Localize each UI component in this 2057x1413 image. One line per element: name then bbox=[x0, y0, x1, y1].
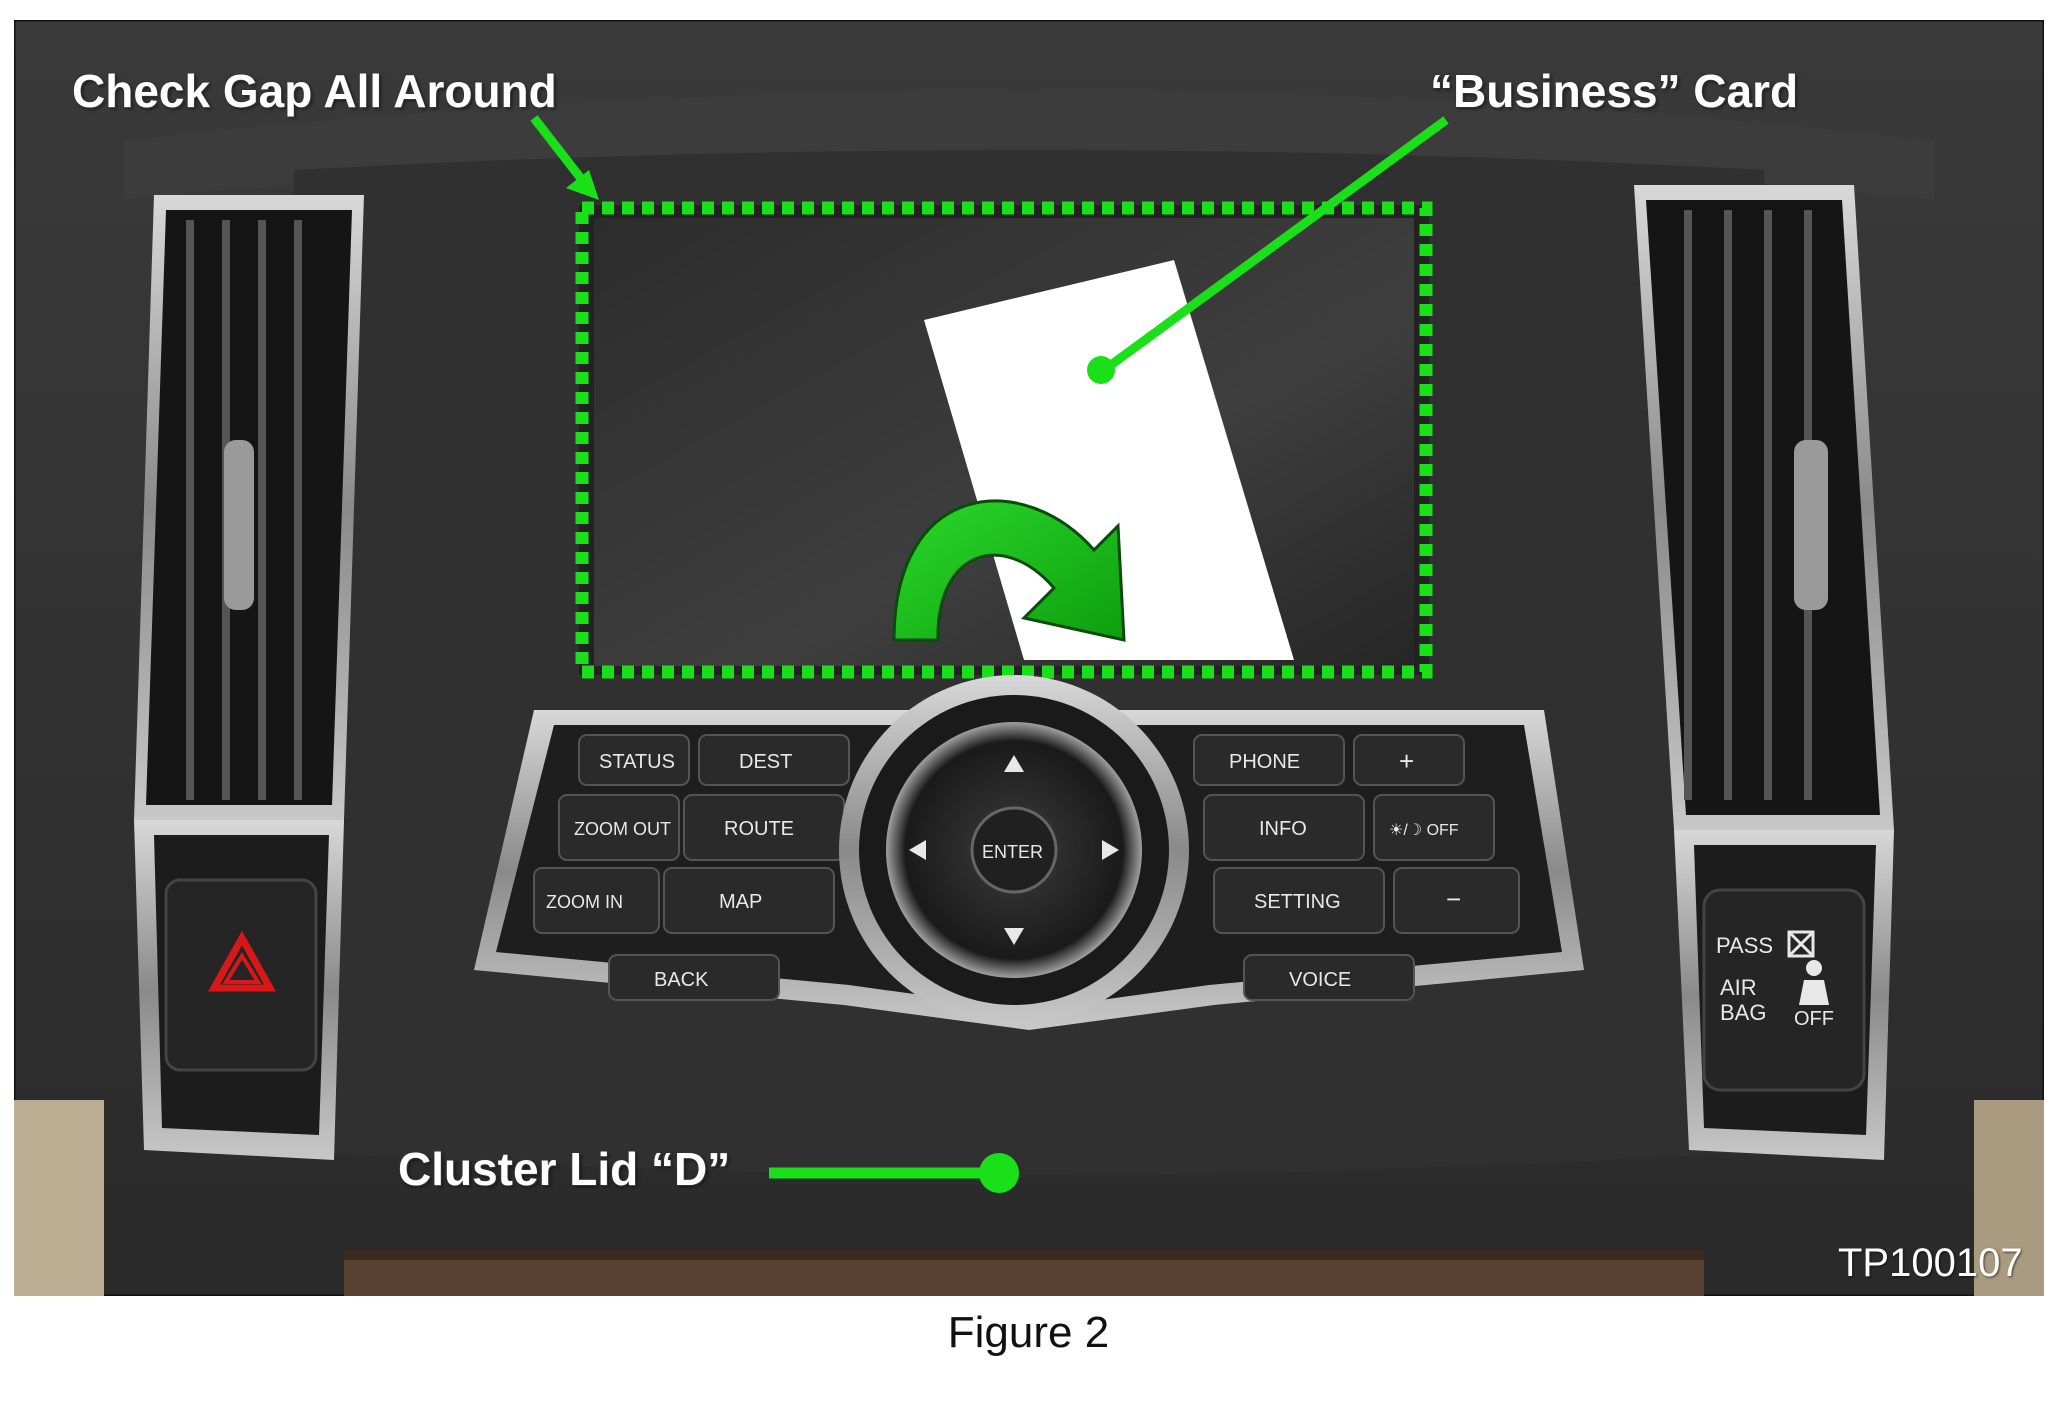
info-button[interactable]: INFO bbox=[1259, 818, 1307, 840]
route-button[interactable]: ROUTE bbox=[724, 818, 794, 840]
check-gap-label: Check Gap All Around bbox=[72, 65, 557, 117]
brightness-button[interactable]: ☀/☽ OFF bbox=[1389, 822, 1459, 839]
gap-check-outline bbox=[575, 201, 1433, 679]
airbag-label-air: AIR bbox=[1720, 975, 1757, 1000]
cluster-lid-label: Cluster Lid “D” bbox=[398, 1143, 731, 1195]
dashboard-photo: PASS AIR BAG OFF bbox=[14, 20, 2044, 1296]
hazard-triangle-icon bbox=[208, 930, 276, 992]
right-air-vent bbox=[1634, 185, 1894, 830]
photo-id-label: TP100107 bbox=[1838, 1241, 2023, 1285]
airbag-label-bag: BAG bbox=[1720, 1000, 1766, 1025]
knob-down-arrow-icon bbox=[1004, 928, 1024, 945]
airbag-label-pass: PASS bbox=[1716, 933, 1773, 958]
enter-button[interactable]: ENTER bbox=[982, 842, 1043, 862]
dashboard-illustration: PASS AIR BAG OFF bbox=[14, 20, 2044, 1296]
volume-down-button[interactable]: − bbox=[1446, 884, 1461, 914]
dest-button[interactable]: DEST bbox=[739, 751, 792, 773]
back-button[interactable]: BACK bbox=[654, 969, 709, 991]
left-air-vent bbox=[134, 195, 364, 820]
setting-button[interactable]: SETTING bbox=[1254, 891, 1341, 913]
hazard-switch bbox=[134, 820, 344, 1160]
figure-caption: Figure 2 bbox=[947, 1308, 1110, 1357]
knob-right-arrow-icon bbox=[1102, 840, 1119, 860]
zoom-out-button[interactable]: ZOOM OUT bbox=[574, 819, 671, 839]
business-card-label: “Business” Card bbox=[1430, 65, 1799, 117]
voice-button[interactable]: VOICE bbox=[1289, 969, 1351, 991]
knob-up-arrow-icon bbox=[1004, 755, 1024, 772]
callout-leaders bbox=[530, 115, 1449, 1193]
control-panel: STATUS DEST ZOOM OUT ROUTE ZOOM IN MAP P… bbox=[474, 675, 1584, 1030]
map-button[interactable]: MAP bbox=[719, 891, 762, 913]
curved-arrow-icon bbox=[892, 499, 1126, 642]
volume-up-button[interactable]: + bbox=[1399, 746, 1414, 776]
knob-left-arrow-icon bbox=[909, 840, 926, 860]
airbag-label-off: OFF bbox=[1794, 1008, 1834, 1030]
status-button[interactable]: STATUS bbox=[599, 751, 675, 773]
phone-button[interactable]: PHONE bbox=[1229, 751, 1300, 773]
airbag-off-icon bbox=[1787, 930, 1829, 1005]
zoom-in-button[interactable]: ZOOM IN bbox=[546, 892, 623, 912]
airbag-indicator: PASS AIR BAG OFF bbox=[1674, 830, 1894, 1160]
